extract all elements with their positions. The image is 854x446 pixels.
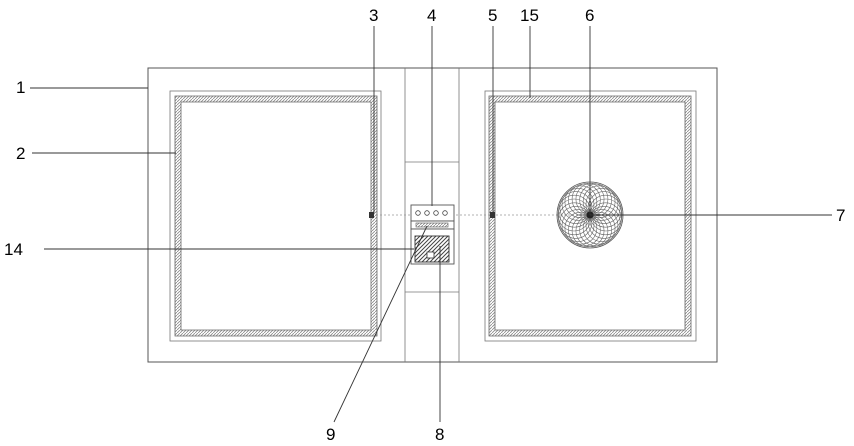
right-sensor	[490, 212, 495, 218]
fan-blade-arc	[588, 192, 620, 224]
label-1: 1	[16, 78, 25, 97]
label-4: 4	[427, 6, 436, 25]
label-2: 2	[16, 144, 25, 163]
label-5: 5	[488, 6, 497, 25]
label-3: 3	[369, 6, 378, 25]
left-chamber	[170, 91, 381, 341]
label-14: 14	[4, 240, 23, 259]
fan-blade-arc	[560, 192, 592, 224]
label-6: 6	[585, 6, 594, 25]
left-sensor	[369, 212, 374, 218]
control-unit	[411, 205, 454, 264]
label-15: 15	[520, 6, 539, 25]
label-7: 7	[836, 206, 845, 225]
fan-blade-arc	[560, 206, 592, 238]
label-9: 9	[326, 425, 335, 444]
label-8: 8	[435, 425, 444, 444]
fan-blade-arc	[588, 206, 620, 238]
